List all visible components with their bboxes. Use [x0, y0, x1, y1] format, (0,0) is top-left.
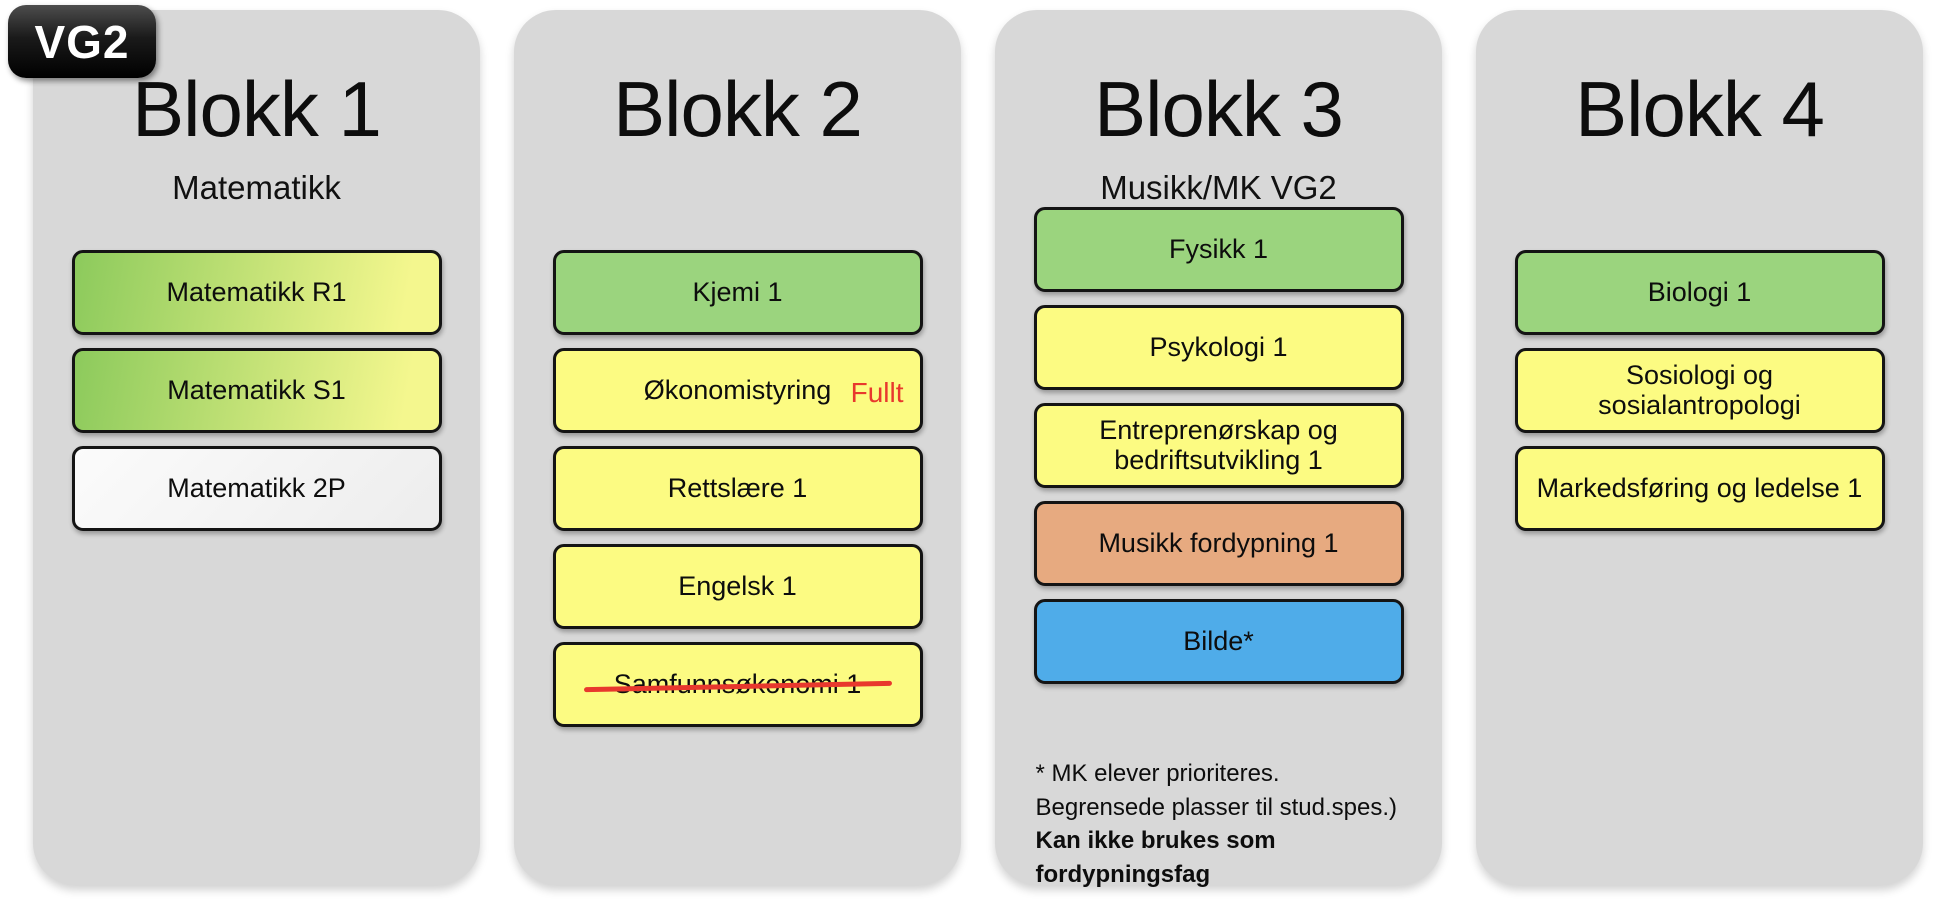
- block-4-header: Blokk 4: [1476, 10, 1923, 250]
- course-box-fysikk-1: Fysikk 1: [1033, 207, 1404, 292]
- block-1-subtitle: Matematikk: [172, 169, 341, 206]
- course-box-sosiologi: Sosiologi og sosialantropologi: [1514, 348, 1885, 433]
- block-1-title: Blokk 1: [132, 65, 382, 153]
- course-box-bilde: Bilde*: [1033, 599, 1404, 684]
- course-box-musikk-fordypning-1: Musikk fordypning 1: [1033, 501, 1404, 586]
- course-box-entreprenorskap: Entreprenørskap og bedriftsutvikling 1: [1033, 403, 1404, 488]
- course-box-okonomistyring: Økonomistyring Fullt: [552, 348, 923, 433]
- course-box-biologi-1: Biologi 1: [1514, 250, 1885, 335]
- block-3-title: Blokk 3: [1094, 65, 1344, 153]
- course-label: Sosiologi og sosialantropologi: [1598, 359, 1801, 420]
- course-label: Entreprenørskap og bedriftsutvikling 1: [1099, 414, 1338, 475]
- course-box-psykologi-1: Psykologi 1: [1033, 305, 1404, 390]
- block-3-subtitle: Musikk/MK VG2: [1100, 169, 1337, 206]
- course-label: Psykologi 1: [1149, 331, 1288, 362]
- course-box-markedsforing: Markedsføring og ledelse 1: [1514, 446, 1885, 531]
- course-box-rettslaere-1: Rettslære 1: [552, 446, 923, 531]
- block-2-title: Blokk 2: [613, 65, 863, 153]
- block-card-3: Blokk 3 Musikk/MK VG2 Fysikk 1 Psykologi…: [995, 10, 1442, 888]
- block-card-2: Blokk 2 Kjemi 1 Økonomistyring Fullt Ret…: [514, 10, 961, 885]
- block-card-1: Blokk 1 Matematikk Matematikk R1 Matemat…: [33, 10, 480, 885]
- footnote-bold-text: Kan ikke brukes som fordypningsfag: [1035, 827, 1276, 888]
- block-3-courses: Fysikk 1 Psykologi 1 Entreprenørskap og …: [995, 207, 1442, 697]
- course-label: Markedsføring og ledelse 1: [1536, 472, 1863, 503]
- block-2-header: Blokk 2: [514, 10, 961, 250]
- vg2-badge-label: VG2: [34, 15, 130, 68]
- course-label: Kjemi 1: [692, 276, 783, 307]
- block-3-footnote: * MK elever prioriteres. Begrensede plas…: [1030, 757, 1408, 891]
- course-label: Rettslære 1: [667, 472, 808, 503]
- course-box-engelsk-1: Engelsk 1: [552, 544, 923, 629]
- vg2-badge: VG2: [8, 5, 156, 78]
- course-box-kjemi-1: Kjemi 1: [552, 250, 923, 335]
- block-3-header: Blokk 3 Musikk/MK VG2: [995, 10, 1442, 207]
- course-box-samfunnsokonomi-1: Samfunnsøkonomi 1: [552, 642, 923, 727]
- footnote-text: * MK elever prioriteres. Begrensede plas…: [1035, 760, 1398, 821]
- block-card-4: Blokk 4 Biologi 1 Sosiologi og sosialant…: [1476, 10, 1923, 885]
- block-1-header: Blokk 1 Matematikk: [33, 10, 480, 250]
- course-label: Økonomistyring: [643, 374, 832, 405]
- course-label: Bilde*: [1183, 625, 1254, 656]
- full-status-badge: Fullt: [850, 377, 904, 408]
- block-2-courses: Kjemi 1 Økonomistyring Fullt Rettslære 1…: [514, 250, 961, 740]
- course-label: Engelsk 1: [678, 570, 797, 601]
- block-4-courses: Biologi 1 Sosiologi og sosialantropologi…: [1476, 250, 1923, 544]
- course-label-struck-out: Samfunnsøkonomi 1: [600, 669, 876, 700]
- course-label: Matematikk R1: [166, 276, 347, 307]
- course-box-matematikk-2p: Matematikk 2P: [71, 446, 442, 531]
- course-label: Musikk fordypning 1: [1098, 527, 1339, 558]
- course-label: Matematikk S1: [167, 374, 346, 405]
- blocks-row: Blokk 1 Matematikk Matematikk R1 Matemat…: [33, 10, 1923, 888]
- course-box-matematikk-r1: Matematikk R1: [71, 250, 442, 335]
- block-4-title: Blokk 4: [1575, 65, 1825, 153]
- block-1-courses: Matematikk R1 Matematikk S1 Matematikk 2…: [33, 250, 480, 544]
- course-label: Matematikk 2P: [167, 472, 346, 503]
- course-label: Fysikk 1: [1168, 233, 1268, 264]
- course-box-matematikk-s1: Matematikk S1: [71, 348, 442, 433]
- course-label: Biologi 1: [1647, 276, 1752, 307]
